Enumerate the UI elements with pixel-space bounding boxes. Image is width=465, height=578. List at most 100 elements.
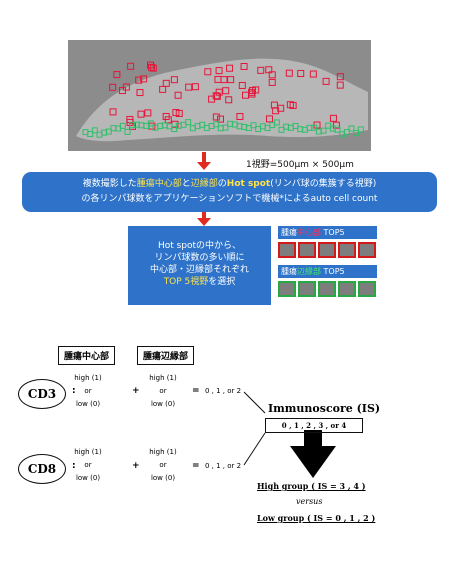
hotspot-center-mark [252,86,260,94]
cd3-equals: = [192,386,200,396]
hotspot-center-mark [226,64,234,72]
cd3-marker: CD3 [18,379,66,409]
cd8-equals: = [192,461,200,471]
arrow-down-2 [197,212,211,226]
hotspot-center-mark [135,76,143,84]
connector-cd8 [243,432,266,466]
hotspot-center-mark [174,91,182,99]
hotspot-center-mark [225,96,233,104]
thumbnail-center-4 [338,242,356,258]
hotspot-center-mark [336,81,344,89]
hotspot-margin-mark [87,130,94,137]
hotspot-center-mark [336,73,344,81]
thumbnail-margin-3 [318,281,336,297]
label-margin-highlight: 辺縁部 [297,267,321,276]
header-tumor-margin: 腫瘍辺縁部 [137,346,195,365]
hotspot-margin-mark [147,120,154,127]
hotspot-marks-center [109,61,344,130]
top5-center-thumbnails [278,242,376,258]
hotspot-margin-mark [320,127,327,134]
label-prefix: 腫瘍 [281,267,297,276]
hotspot-margin-mark [199,121,206,128]
level-or: or [159,461,167,469]
hotspot-center-mark [215,67,223,75]
summary-center-label: 腫瘍中心部 [136,179,182,189]
top5-selection-box: Hot spotの中から、 リンパ球数の多い順に 中心部・辺縁部それぞれ TOP… [128,226,271,305]
hotspot-margin-mark [334,126,341,133]
hotspot-center-mark [159,85,167,93]
level-low: low (0) [75,474,101,482]
connector-cd3 [243,391,266,414]
hotspot-center-mark [286,101,294,109]
selection-top5-highlight: TOP 5視野 [163,277,209,287]
cd3-result: 0 , 1 , or 2 [205,387,242,395]
top5-margin-thumbnails [278,281,376,297]
thumbnail-center-1 [278,242,296,258]
selection-text: を選択 [208,277,236,287]
hotspot-margin-mark [343,129,350,136]
hotspot-center-mark [127,62,135,70]
hotspot-center-mark [248,90,256,98]
hotspot-center-mark [220,76,228,84]
hotspot-center-mark [217,115,225,123]
arrow-down-1 [197,152,211,170]
hotspot-center-mark [227,76,235,84]
summary-text: (リンパ球の集簇する視野) [270,179,377,189]
hotspot-center-mark [113,71,121,79]
level-or: or [84,461,92,469]
summary-text: と [181,179,191,189]
thumbnail-margin-2 [298,281,316,297]
hotspot-center-mark [162,79,170,87]
hotspot-margin-mark [348,125,355,132]
hotspot-center-mark [309,70,317,78]
immunoscore-values: 0 , 1 , 2 , 3 , or 4 [265,418,363,433]
hotspot-center-mark [332,121,340,129]
summary-hotspot-label: Hot spot [226,179,271,189]
cd3-plus: + [132,386,140,396]
hotspot-margin-mark [105,128,112,135]
level-low: low (0) [150,400,176,408]
hotspot-margin-mark [357,126,364,133]
hotspot-margin-mark [353,130,360,137]
hotspot-center-mark [136,89,144,97]
level-low: low (0) [150,474,176,482]
hotspot-center-mark [147,63,155,71]
top5-margin-label: 腫瘍辺縁部 TOP5 [278,265,377,278]
header-tumor-center: 腫瘍中心部 [58,346,116,365]
level-high: high (1) [149,448,177,456]
hotspot-center-mark [222,87,230,95]
hotspot-margin-mark [250,122,257,129]
hotspot-center-mark [137,110,145,118]
hotspot-center-mark [185,83,193,91]
hotspot-center-mark [268,78,276,86]
summary-line-1: 複数撮影した腫瘍中心部と辺縁部のHot spot(リンパ球の集簇する視野) [22,177,437,192]
hotspot-center-mark [109,108,117,116]
cd3-margin-levels: high (1) or low (0) [141,372,185,411]
hotspot-margin-mark [292,122,299,129]
hotspot-center-mark [297,69,305,77]
versus-label: versus [296,497,323,506]
hotspot-margin-mark [278,126,285,133]
hotspot-center-mark [212,113,220,121]
hotspot-center-mark [118,87,126,95]
cd8-center-levels: high (1) or low (0) [66,446,110,485]
level-low: low (0) [75,400,101,408]
hotspot-center-mark [322,77,330,85]
hotspot-center-mark [277,104,285,112]
hotspot-center-mark [109,83,117,91]
immunoscore-title: Immunoscore (IS) [268,402,381,415]
hotspot-center-mark [215,88,223,96]
big-down-arrow [290,430,336,478]
hotspot-margin-mark [91,127,98,134]
hotspot-center-mark [265,115,273,123]
hotspot-margin-mark [119,122,126,129]
hotspot-center-mark [272,107,280,115]
hotspot-margin-mark [273,119,280,126]
summary-line-2: の各リンパ球数をアプリケーションソフトで機械*によるauto cell coun… [81,194,378,204]
cd8-marker: CD8 [18,454,66,484]
hotspot-center-mark [204,68,212,76]
hotspot-center-mark [238,81,246,89]
hotspot-margin-mark [185,119,192,126]
hotspot-center-mark [257,66,265,74]
hotspot-center-mark [240,62,248,70]
